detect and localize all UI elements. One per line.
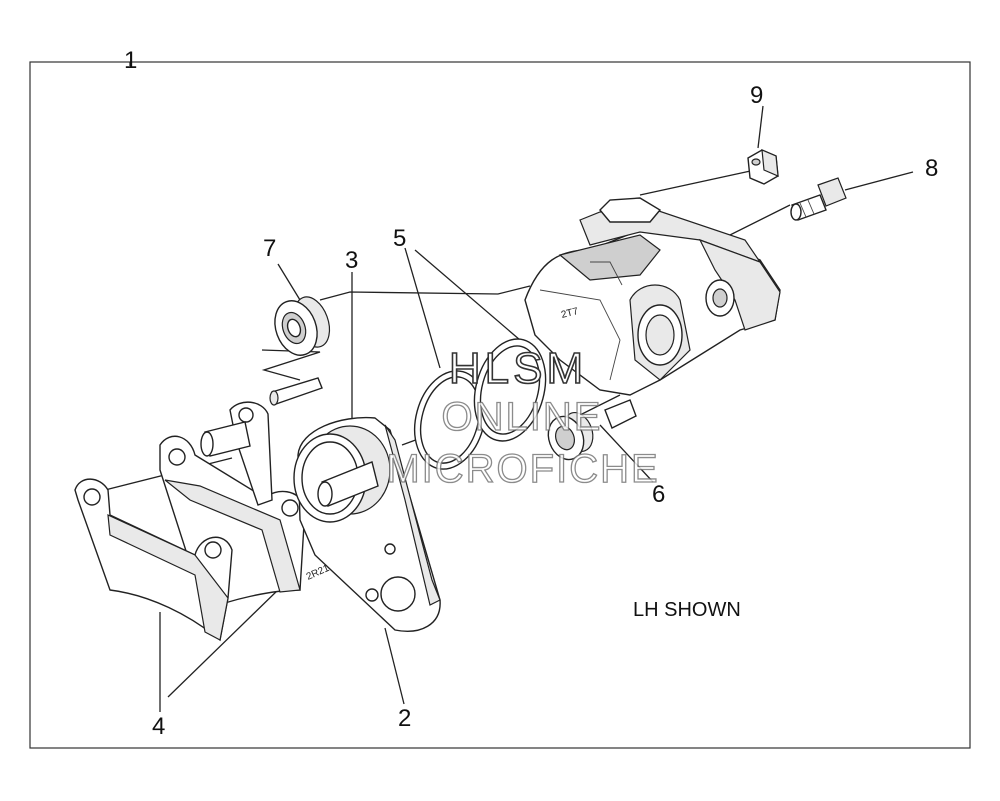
caliper-body [524, 197, 781, 396]
callout-4: 4 [152, 713, 165, 740]
bracket-stamp: 2R21 [305, 563, 332, 583]
callout-1: 1 [124, 47, 137, 74]
watermark: HLSM ONLINE MICROFICHE [386, 343, 659, 491]
seals-part-5 [414, 338, 547, 470]
nut-part-9 [747, 149, 779, 185]
boot-part-6 [547, 399, 637, 461]
watermark-line-3: MICROFICHE [386, 447, 659, 491]
guide-pin-bracket [317, 461, 379, 507]
guide-pin-lower [200, 421, 251, 457]
callout-9: 9 [750, 82, 763, 109]
watermark-line-1: HLSM [449, 344, 587, 393]
callout-labels: 1 2 3 4 5 6 7 8 9 [124, 47, 938, 740]
caliper-stamp: 2T7 [560, 306, 580, 321]
watermark-line-2: ONLINE [442, 395, 603, 439]
bleeder-screw-part-8 [790, 177, 847, 221]
callout-5: 5 [393, 225, 406, 252]
assembly-frame [29, 61, 971, 749]
callout-8: 8 [925, 155, 938, 182]
callout-7: 7 [263, 235, 276, 262]
lh-shown-note: LH SHOWN [633, 599, 741, 621]
callout-2: 2 [398, 705, 411, 732]
callout-3: 3 [345, 247, 358, 274]
brake-pads-part-4 [74, 401, 306, 642]
guide-pin-upper [269, 377, 323, 406]
callout-6: 6 [652, 481, 665, 508]
grommet-part-7 [274, 296, 331, 356]
